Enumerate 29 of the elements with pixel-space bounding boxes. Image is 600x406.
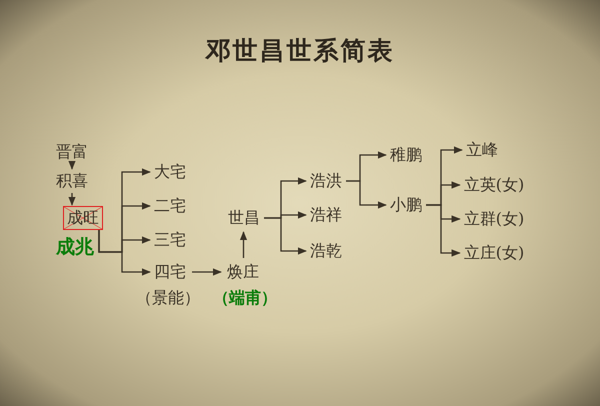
alias-note: （端甫） <box>213 288 277 308</box>
name-label: 世昌 <box>226 207 262 229</box>
alias-note: （景能） <box>136 288 200 308</box>
name-label: 稚鹏 <box>388 144 424 166</box>
name-label: 立群(女) <box>462 208 526 230</box>
name-label: 立英(女) <box>462 174 526 196</box>
name-label: 积喜 <box>54 170 90 192</box>
name-label: 立庄(女) <box>462 242 526 264</box>
arrow <box>98 230 151 276</box>
arrow <box>426 204 461 257</box>
name-label: 大宅 <box>152 161 188 183</box>
name-label: 立峰 <box>464 139 500 161</box>
name-label: 四宅 <box>152 261 188 283</box>
arrow <box>240 231 248 258</box>
arrow <box>264 217 307 255</box>
arrow <box>68 193 76 206</box>
title: 邓世昌世系简表 <box>204 35 396 67</box>
alias-note: 成兆 <box>56 237 94 257</box>
name-label: 二宅 <box>152 195 188 217</box>
name-label: 晋富 <box>54 141 90 163</box>
name-label: 三宅 <box>152 229 188 251</box>
arrow <box>346 180 387 209</box>
name-label: 小鹏 <box>388 194 424 216</box>
arrow <box>192 268 222 276</box>
name-label: 焕庄 <box>225 261 261 283</box>
arrow <box>68 160 76 170</box>
name-label: 浩乾 <box>308 240 344 262</box>
name-label: 浩祥 <box>308 204 344 226</box>
name-label: 浩洪 <box>308 170 344 192</box>
